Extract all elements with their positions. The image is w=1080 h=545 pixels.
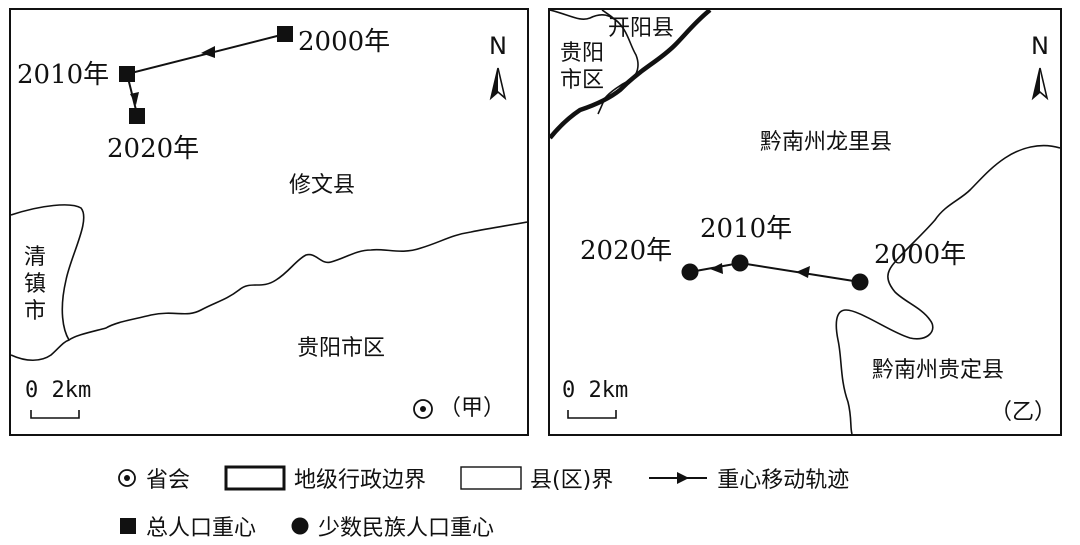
trajectory-arrow-icon [649,472,708,484]
legend-pref-boundary: 地级行政边界 [224,462,426,494]
legend-total-pop: 总人口重心 [118,510,256,542]
legend-pref-boundary-label: 地级行政边界 [294,468,427,493]
total-pop-center-marker [129,108,145,124]
label-guiding: 黔南州贵定县 [872,358,1005,383]
square-marker-icon [120,518,136,534]
panel-label-a: （甲） [439,396,506,421]
map-panel-b-canvas [550,10,1060,434]
legend-row-1: 省会 地级行政边界 县(区)界 重心移动轨迹 [116,462,883,494]
scale-bar [567,410,617,419]
minority-pop-center-marker [681,263,699,281]
circle-marker-icon [291,517,309,535]
legend-total-pop-label: 总人口重心 [146,516,257,541]
legend-capital: 省会 [116,462,190,494]
trajectory-arrow [130,92,139,105]
county-boundary-qingzhen [11,339,70,362]
county-boundary-line [11,204,527,342]
map-panel-a-canvas [11,26,527,419]
legend-county-boundary-label: 县(区)界 [530,468,614,493]
north-label: N [1031,32,1049,60]
capital-symbol-icon [413,399,433,419]
trajectory-arrow [201,46,215,58]
legend-trajectory: 重心移动轨迹 [647,462,849,494]
legend-minority-pop: 少数民族人口重心 [290,510,494,542]
total-pop-center-marker [119,66,135,82]
minority-pop-center-marker [731,254,749,272]
scale-label: 0 2km [25,378,92,403]
year-label-2010: 2010年 [700,214,793,244]
map-panel-a: 2000年 2010年 2020年 修文县 贵阳市区 清镇市 N 0 2km （… [9,8,529,436]
label-guiyang-district: 贵阳市区 [297,336,386,361]
label-guiyang-district: 贵阳市区 [559,41,604,93]
legend-minority-pop-label: 少数民族人口重心 [318,516,495,541]
year-label-2010: 2010年 [17,60,110,90]
pref-boundary-swatch-icon [224,465,286,491]
map-panel-b: 开阳县 贵阳市区 黔南州龙里县 黔南州贵定县 2020年 2010年 2000年… [548,8,1062,436]
year-label-2020: 2020年 [580,236,673,266]
scale-bar [30,410,80,419]
county-boundary-swatch-icon [460,466,522,490]
year-label-2000: 2000年 [298,27,391,57]
label-kaiyang: 开阳县 [608,16,675,41]
label-xiuwen: 修文县 [289,173,356,198]
scale-label: 0 2km [562,378,629,403]
label-qingzhen: 清镇市 [23,245,46,324]
panel-label-b: （乙） [990,400,1057,425]
legend-capital-label: 省会 [146,468,191,493]
trajectory-arrow [796,266,810,278]
minority-pop-center-marker [851,273,869,291]
legend-trajectory-label: 重心移动轨迹 [717,468,850,493]
total-pop-center-marker [277,26,293,42]
legend-row-2: 总人口重心 少数民族人口重心 [118,510,528,542]
legend-county-boundary: 县(区)界 [460,462,613,494]
year-label-2020: 2020年 [107,134,200,164]
year-label-2000: 2000年 [874,240,967,270]
north-label: N [489,32,507,60]
county-boundary-line [550,10,639,115]
trajectory-arrow [710,263,723,274]
county-boundary-line [835,144,1060,434]
label-longli: 黔南州龙里县 [760,130,893,155]
capital-symbol-icon [118,469,136,487]
